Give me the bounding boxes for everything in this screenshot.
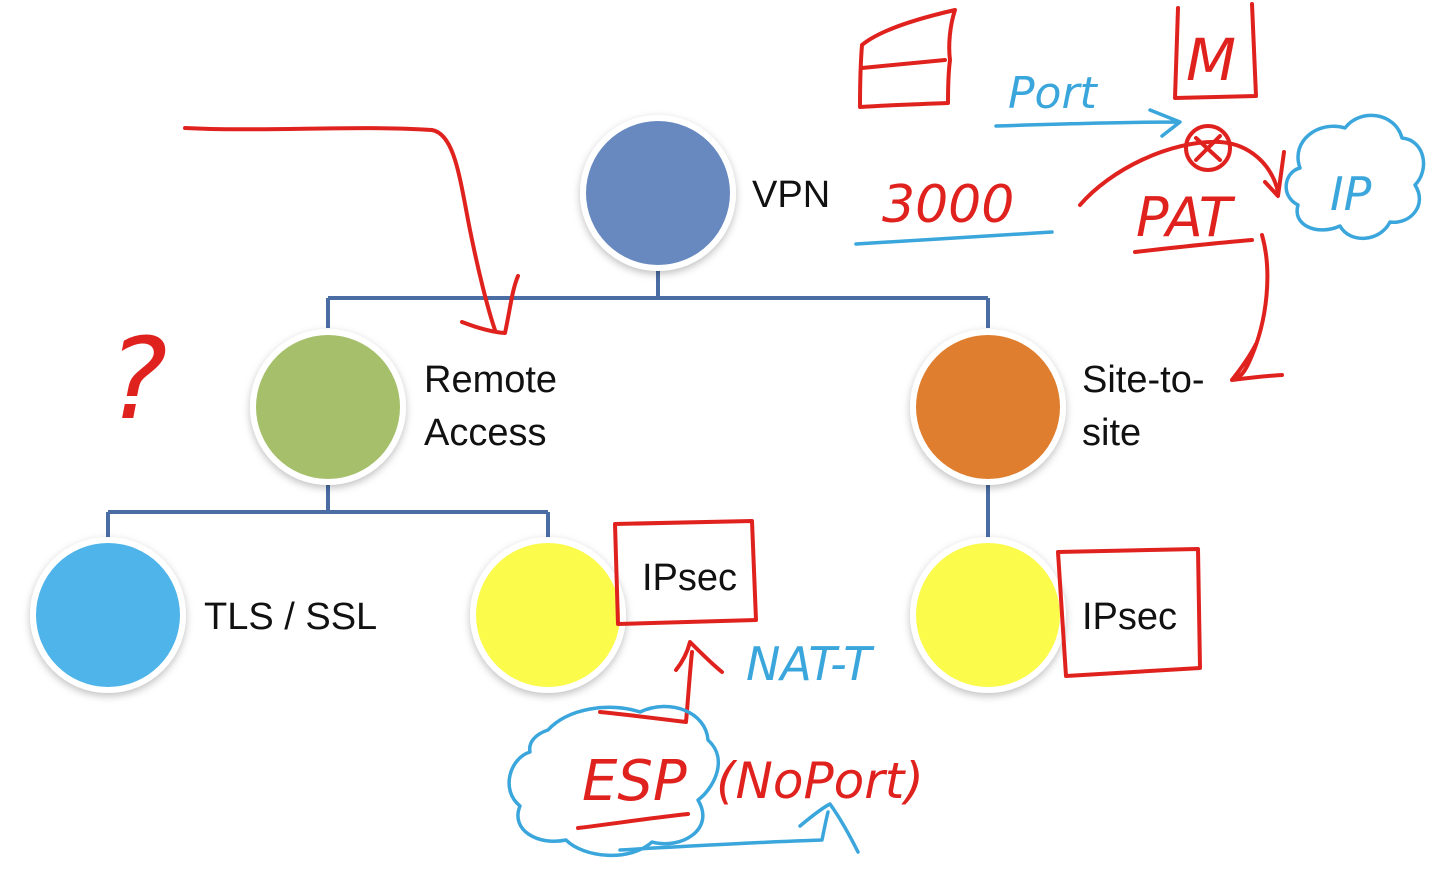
ipsec-site-circle-fill	[916, 543, 1060, 687]
arrow-up-to-ipsec	[598, 640, 724, 724]
ip-cloud-shape	[1284, 113, 1426, 241]
esp-underline	[576, 812, 690, 830]
number-3000: 3000	[882, 175, 1014, 235]
site-to-site-label-line2: site	[1082, 412, 1141, 454]
tree-connectors	[106, 270, 990, 545]
remote-access-label-line2: Access	[424, 412, 546, 454]
arrow-to-remote-access	[183, 126, 520, 335]
arrow-port	[994, 108, 1182, 138]
node-vpn: VPN	[580, 115, 830, 271]
shape-box-left	[858, 8, 957, 109]
esp-cloud-shape	[507, 704, 720, 858]
port-label: Port	[1008, 68, 1099, 119]
tls-ssl-label: TLS / SSL	[204, 596, 377, 638]
node-tls-ssl: TLS / SSL	[30, 537, 377, 693]
pat-underline	[1133, 238, 1254, 254]
arrow-to-site-to-site	[1230, 233, 1284, 382]
vpn-circle-fill	[586, 121, 730, 265]
no-port-label: (NoPort)	[716, 752, 924, 810]
underline-3000	[854, 230, 1054, 246]
remote-access-circle-fill	[256, 335, 400, 479]
nat-t-label: NAT-T	[746, 637, 875, 691]
connector-vpn-children	[326, 270, 990, 328]
esp-label: ESP	[582, 749, 687, 814]
node-remote-access: Remote Access	[250, 329, 557, 485]
node-site-to-site: Site-to- site	[910, 329, 1204, 485]
remote-access-label-line1: Remote	[424, 359, 557, 401]
blue-annotations: Port IP NAT-T	[507, 68, 1426, 858]
ipsec-site-label: IPsec	[1082, 596, 1177, 638]
tls-ssl-circle-fill	[36, 543, 180, 687]
site-to-site-circle-fill	[916, 335, 1060, 479]
ipsec-remote-circle-fill	[476, 543, 620, 687]
x-mark-strokes	[1194, 134, 1222, 162]
connector-remote-children	[106, 485, 550, 545]
shape-box-m	[1173, 2, 1258, 100]
ipsec-remote-label: IPsec	[642, 557, 737, 599]
arrow-to-ip	[1078, 139, 1286, 207]
question-mark: ?	[108, 315, 167, 445]
site-to-site-label-line1: Site-to-	[1082, 359, 1204, 401]
ipsec-remote-box	[613, 519, 758, 626]
node-ipsec-remote: IPsec	[470, 537, 737, 693]
red-annotations: ? M 3000 PAT ESP (NoPort)	[108, 2, 1286, 830]
node-ipsec-site: IPsec	[910, 537, 1177, 693]
vpn-label: VPN	[752, 174, 830, 216]
arrow-under-noport	[618, 802, 860, 854]
ipsec-site-box	[1056, 547, 1202, 678]
m-label: M	[1186, 26, 1236, 94]
ip-label: IP	[1330, 167, 1372, 221]
circled-x-mark	[1184, 124, 1232, 172]
pat-label: PAT	[1136, 186, 1236, 249]
